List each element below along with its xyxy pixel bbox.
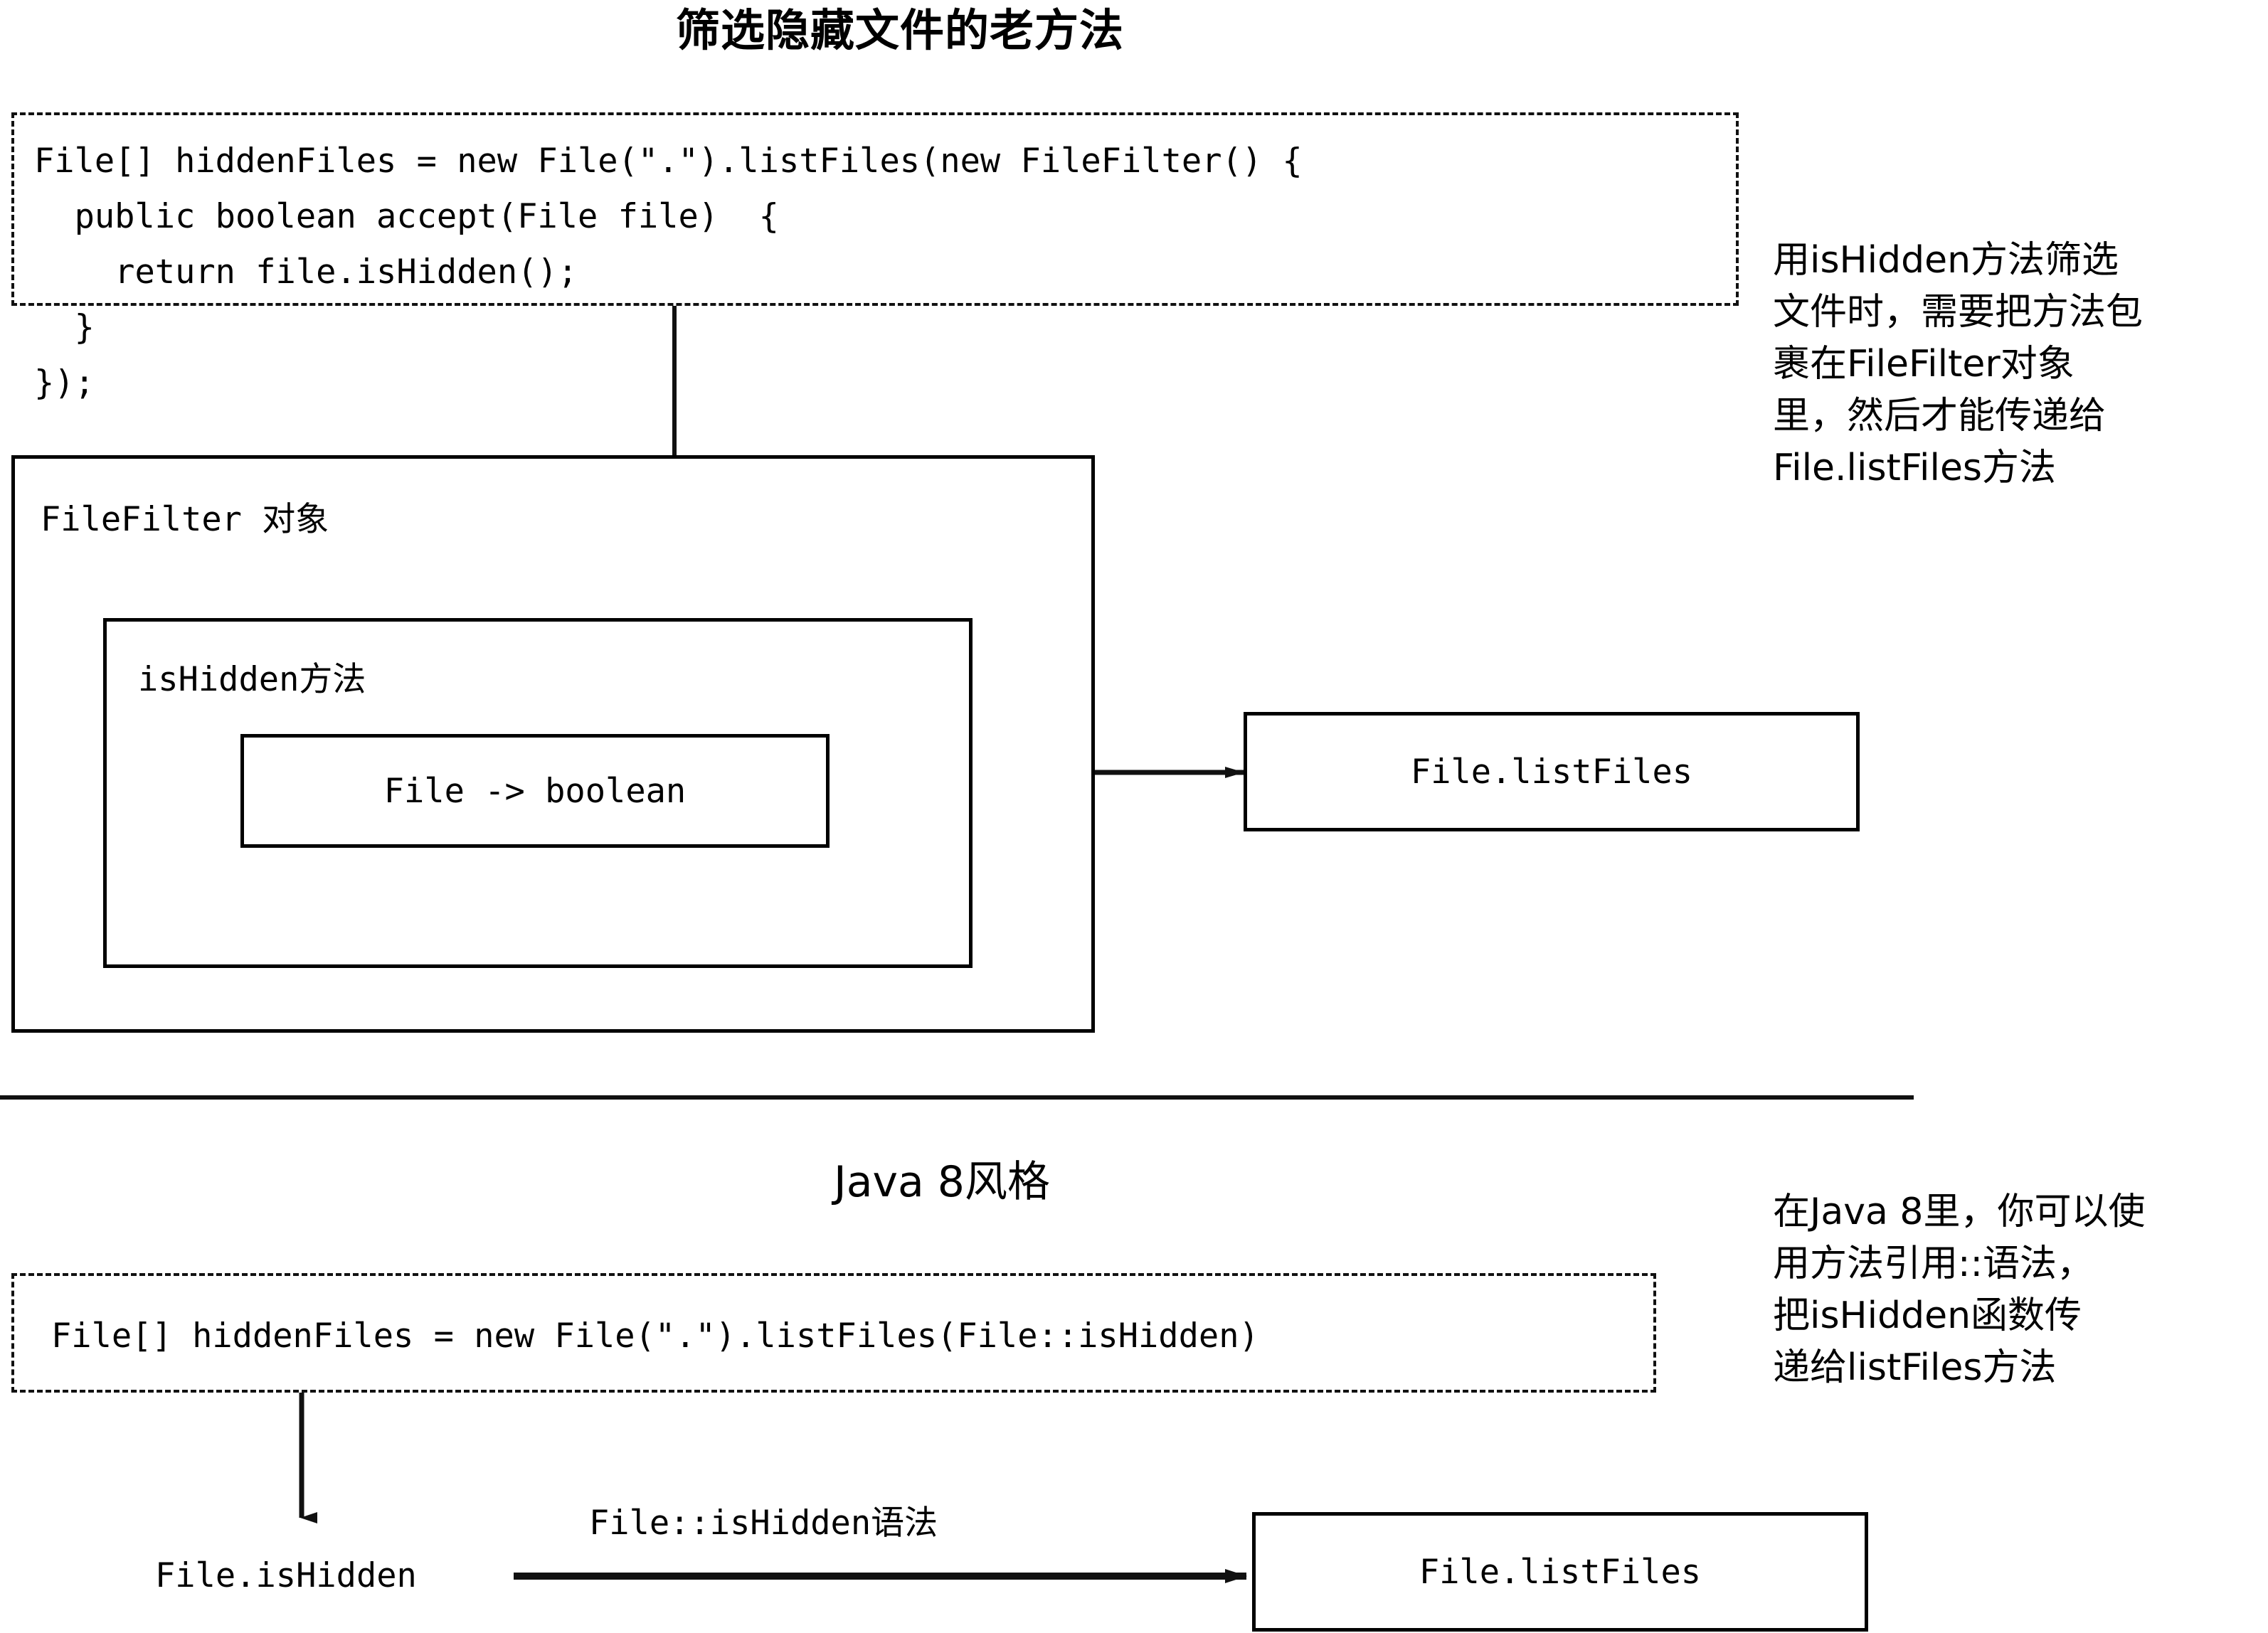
java8-code-text: File[] hiddenFiles = new File(".").listF… — [51, 1316, 1259, 1356]
file-ishidden-source-label: File.isHidden — [155, 1556, 417, 1595]
note-line-3: 裹在FileFilter对象 — [1773, 343, 2074, 385]
java8-note: 在Java 8里，你可以使 用方法引用::语法， 把isHidden函数传 递给… — [1773, 1186, 2145, 1394]
note-line-4: 里，然后才能传递给 — [1773, 395, 2107, 437]
section-divider — [0, 1095, 1914, 1100]
java8-code-block: File[] hiddenFiles = new File(".").listF… — [11, 1273, 1656, 1393]
java8-note-line-2: 用方法引用::语法， — [1773, 1243, 2094, 1285]
old-code-text: File[] hiddenFiles = new File(".").listF… — [34, 142, 1303, 403]
note-line-2: 文件时，需要把方法包 — [1773, 291, 2144, 334]
ishidden-method-label: isHidden方法 — [138, 660, 366, 699]
file-listfiles-label-java8: File.listFiles — [1419, 1552, 1702, 1592]
file-to-boolean-box: File -> boolean — [240, 734, 830, 848]
old-approach-note: 用isHidden方法筛选 文件时，需要把方法包 裹在FileFilter对象 … — [1773, 235, 2143, 494]
note-line-1: 用isHidden方法筛选 — [1773, 239, 2119, 282]
file-listfiles-box-java8: File.listFiles — [1252, 1512, 1868, 1632]
method-reference-arrow-label: File::isHidden语法 — [589, 1504, 938, 1543]
ishidden-method-box: isHidden方法 File -> boolean — [103, 618, 973, 968]
page-title-old-approach: 筛选隐藏文件的老方法 — [676, 4, 1125, 56]
java8-note-line-1: 在Java 8里，你可以使 — [1773, 1191, 2146, 1233]
file-listfiles-label-old: File.listFiles — [1410, 752, 1693, 792]
old-code-block: File[] hiddenFiles = new File(".").listF… — [11, 112, 1739, 403]
note-line-5: File.listFiles方法 — [1773, 447, 2057, 489]
filefilter-object-label: FileFilter 对象 — [41, 500, 329, 539]
file-to-boolean-label: File -> boolean — [383, 771, 687, 811]
java8-note-line-4: 递给listFiles方法 — [1773, 1346, 2057, 1389]
file-listfiles-box-old: File.listFiles — [1244, 712, 1860, 831]
java8-note-line-3: 把isHidden函数传 — [1773, 1294, 2082, 1337]
page-title-java8: Java 8风格 — [834, 1157, 1050, 1207]
filefilter-object-box: FileFilter 对象 isHidden方法 File -> boolean — [11, 455, 1095, 1033]
